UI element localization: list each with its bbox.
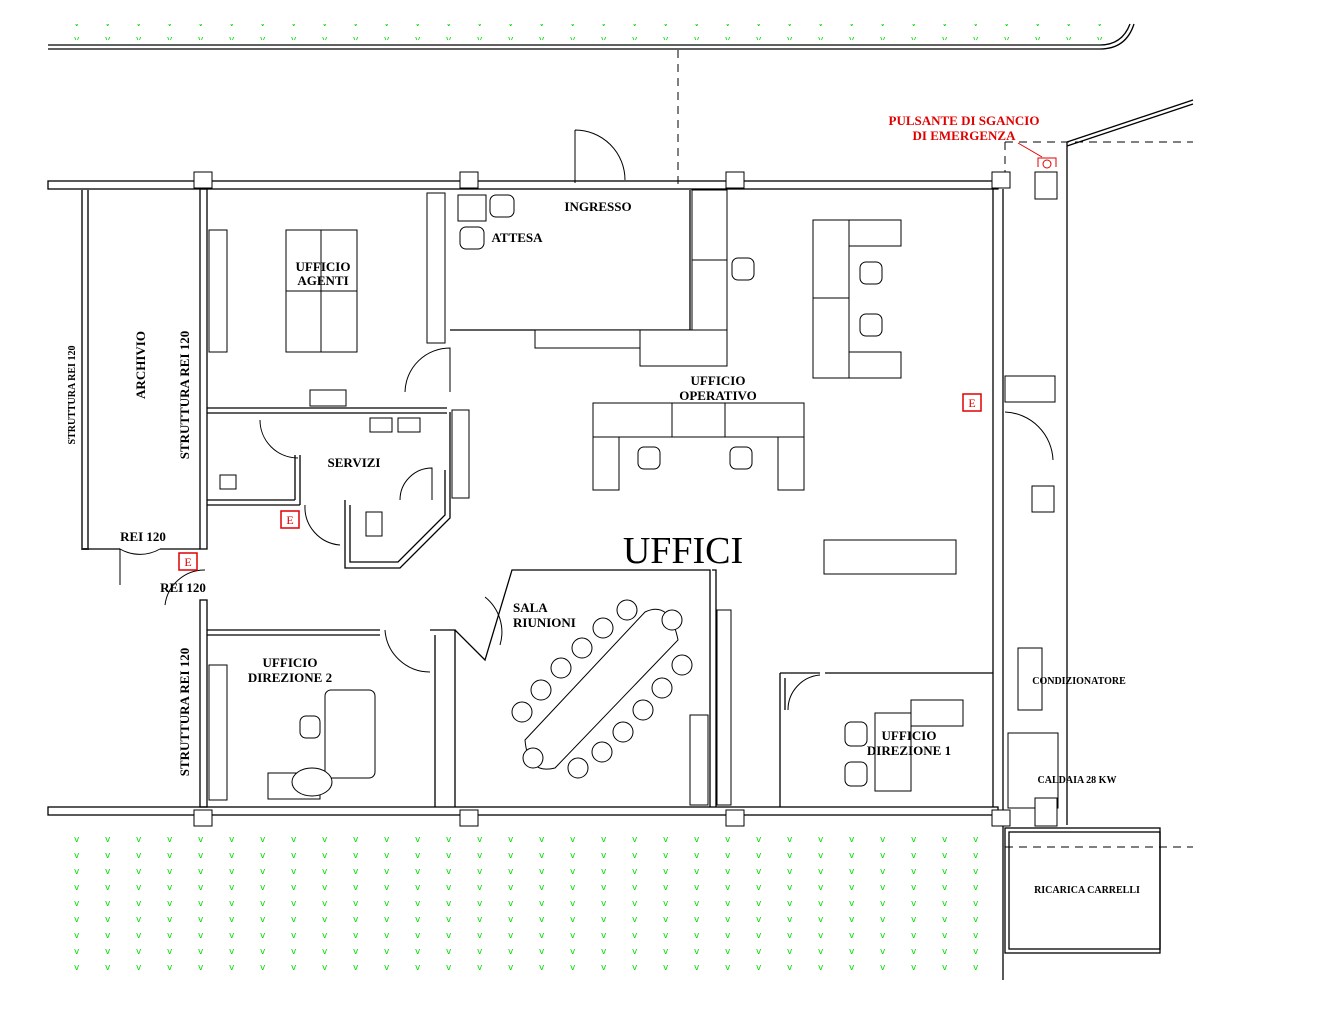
- room-label-sala-riunioni-2: RIUNIONI: [513, 615, 576, 630]
- room-label-archivio: ARCHIVIO: [133, 331, 148, 399]
- fire-wall-label-archive: STRUTTURA REI 120: [177, 331, 192, 460]
- fire-door-label-1: REI 120: [120, 529, 166, 544]
- emergency-label-line1: PULSANTE DI SGANCIO: [889, 113, 1040, 128]
- columns: [193, 171, 1011, 827]
- chairs: [299, 194, 883, 787]
- extinguisher-marker: E: [178, 552, 198, 571]
- emergency-button-icon: [1042, 159, 1052, 169]
- room-label-ufficio-agenti-1: UFFICIO: [296, 259, 351, 274]
- plan-title: UFFICI: [623, 530, 743, 572]
- room-label-direzione1-2: DIREZIONE 1: [867, 743, 951, 758]
- fire-door-label-2: REI 120: [160, 580, 206, 595]
- room-label-servizi: SERVIZI: [327, 455, 380, 470]
- room-label-ricarica-carrelli: RICARICA CARRELLI: [1034, 885, 1140, 896]
- extinguisher-marker: E: [962, 393, 982, 412]
- room-label-caldaia: CALDAIA 28 KW: [1038, 775, 1117, 786]
- grass-bottom: [48, 830, 993, 980]
- room-label-ingresso: INGRESSO: [564, 199, 631, 214]
- room-label-sala-riunioni-1: SALA: [513, 600, 548, 615]
- room-label-direzione1-1: UFFICIO: [882, 728, 937, 743]
- room-label-ufficio-operativo-1: UFFICIO: [691, 373, 746, 388]
- room-label-direzione2-1: UFFICIO: [263, 655, 318, 670]
- extinguisher-label: E: [184, 555, 191, 569]
- emergency-release-button: PULSANTE DI SGANCIO DI EMERGENZA: [889, 113, 1057, 169]
- grass-top: [50, 24, 1110, 40]
- fire-wall-label-lower: STRUTTURA REI 120: [177, 648, 192, 777]
- room-label-direzione2-2: DIREZIONE 2: [248, 670, 332, 685]
- emergency-label-line2: DI EMERGENZA: [913, 128, 1017, 143]
- room-label-attesa: ATTESA: [491, 230, 543, 245]
- extinguisher-label: E: [968, 396, 975, 410]
- room-label-condizionatore: CONDIZIONATORE: [1032, 676, 1126, 687]
- room-label-ufficio-agenti-2: AGENTI: [297, 273, 348, 288]
- fire-wall-label-outer: STRUTTURA REI 120: [67, 346, 78, 445]
- extinguisher-label: E: [286, 513, 293, 527]
- room-label-ufficio-operativo-2: OPERATIVO: [679, 388, 757, 403]
- extinguisher-marker: E: [280, 510, 300, 529]
